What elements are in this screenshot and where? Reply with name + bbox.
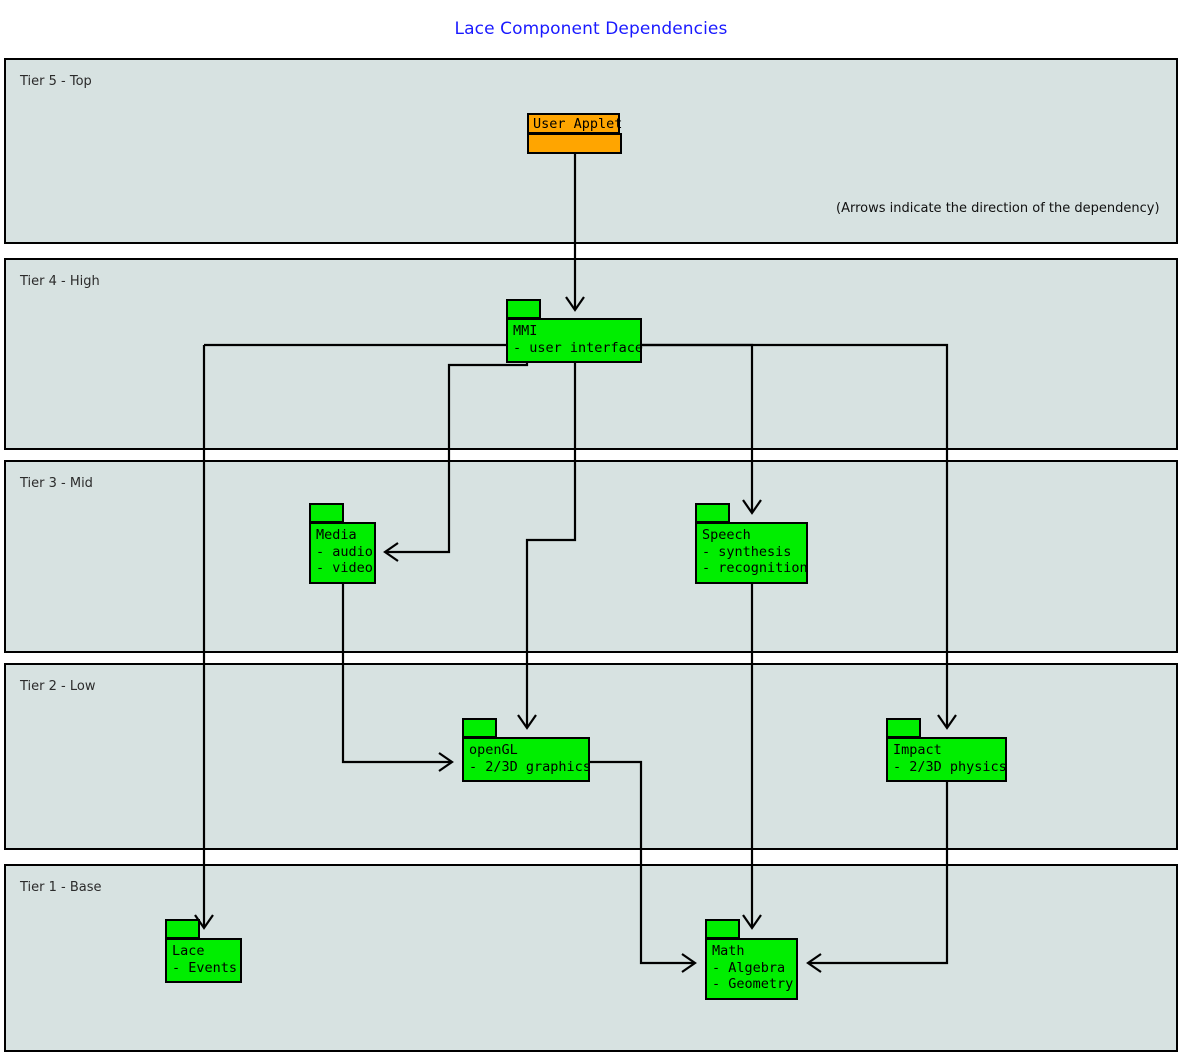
package-tab: [309, 503, 344, 523]
tier-panel: Tier 3 - Mid: [4, 460, 1178, 653]
package-tab: [506, 299, 541, 319]
package-item: - recognition: [702, 560, 808, 576]
package-title: User Applet: [533, 116, 623, 132]
package-body: Impact- 2/3D physics: [886, 737, 1007, 782]
package-body: MMI- user interface: [506, 318, 644, 363]
package-title: Lace: [172, 943, 205, 959]
tier-label: Tier 5 - Top: [20, 74, 92, 89]
package-title: Math: [712, 943, 745, 959]
package-tab: [462, 718, 497, 738]
package-title: openGL: [469, 742, 518, 758]
package-item: - Geometry: [712, 976, 794, 992]
package-tab: [165, 919, 200, 939]
package-title: Speech: [702, 527, 751, 543]
tier-panel: Tier 4 - High: [4, 258, 1178, 450]
package-title: MMI: [513, 323, 538, 339]
package-item: - Algebra: [712, 959, 786, 976]
package-title: Media: [316, 527, 357, 543]
package-body: Media- audio- video: [309, 522, 376, 584]
package-body: Lace- Events: [165, 938, 242, 983]
package-tab: [886, 718, 921, 738]
package-item: - audio: [316, 543, 373, 560]
page-title: Lace Component Dependencies: [454, 19, 728, 39]
package-tab: [705, 919, 740, 939]
tier-label: Tier 4 - High: [20, 274, 100, 289]
package-body: openGL- 2/3D graphics: [462, 737, 591, 782]
package-item: - 2/3D physics: [893, 758, 1007, 775]
package-tab: [695, 503, 730, 523]
package-item: - Events: [172, 959, 238, 976]
tier-label: Tier 2 - Low: [20, 679, 96, 694]
package-item: - synthesis: [702, 543, 792, 560]
arrow-direction-note: (Arrows indicate the direction of the de…: [836, 201, 1160, 216]
package-item: - user interface: [513, 339, 644, 356]
package-body: Speech- synthesis- recognition: [695, 522, 808, 584]
tier-label: Tier 1 - Base: [20, 880, 102, 895]
package-item: - 2/3D graphics: [469, 758, 591, 775]
package-body: [527, 133, 622, 154]
package-tab: User Applet: [527, 113, 623, 134]
tier-label: Tier 3 - Mid: [20, 476, 93, 491]
package-body: Math- Algebra- Geometry: [705, 938, 798, 1000]
package-title: Impact: [893, 742, 942, 758]
package-item: - video: [316, 560, 373, 576]
